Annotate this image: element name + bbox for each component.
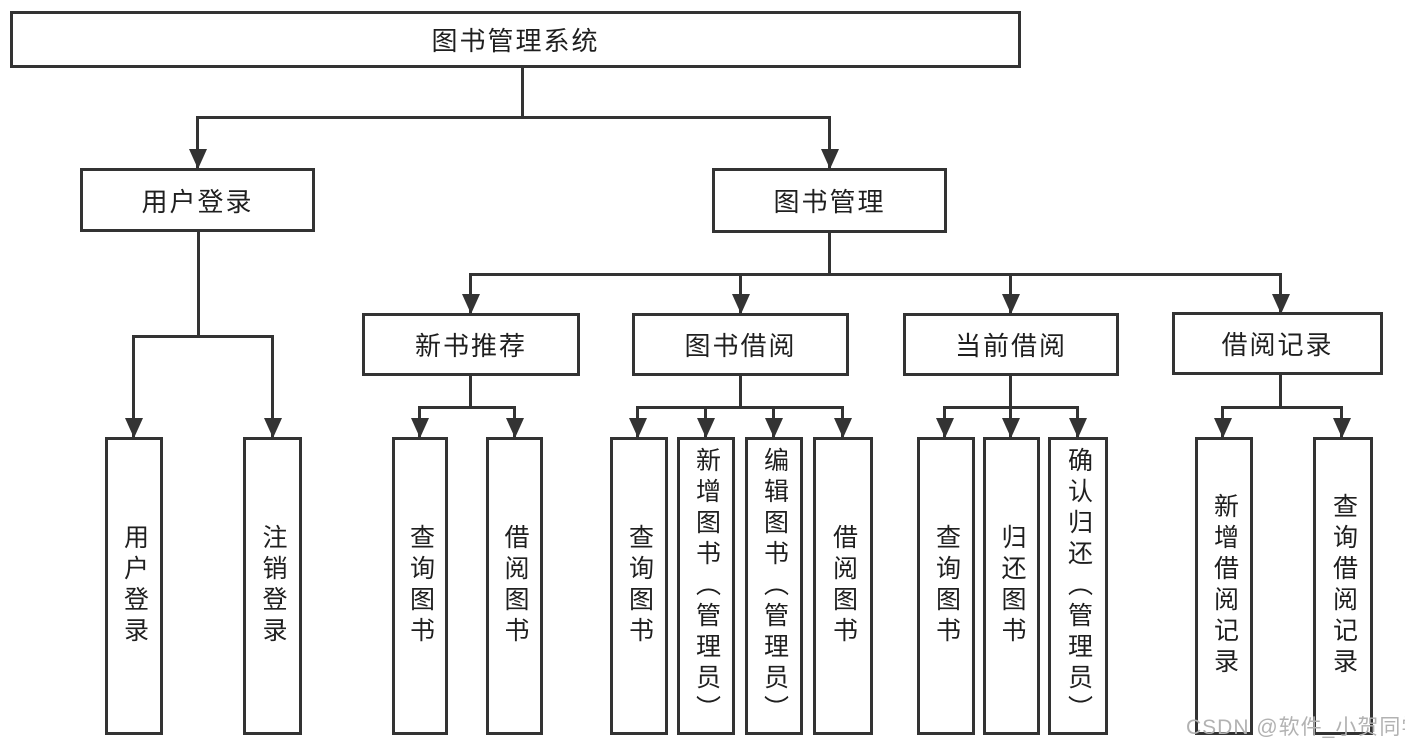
node-user-login: 用户登录 [80,168,315,232]
leaf-query-book-borrow: 查询图书 [610,437,668,735]
connector-arrow-borrow-records [1279,273,1282,313]
connector-root-hbar [196,116,830,119]
leaf-query-book-borrow-label: 查询图书 [625,524,654,648]
leaf-confirm-return-admin: 确认归还（管理员） [1048,437,1108,735]
node-borrow-records-label: 借阅记录 [1221,330,1334,360]
connector-book-borrow-trunk [739,376,742,406]
connector-arrow-borrow-book-1 [513,406,516,437]
leaf-query-book-current: 查询图书 [917,437,975,735]
node-library-system: 图书管理系统 [10,11,1021,68]
leaf-add-borrow-record: 新增借阅记录 [1195,437,1253,735]
leaf-user-login-label: 用户登录 [120,524,149,648]
leaf-add-book-admin: 新增图书（管理员） [677,437,735,735]
leaf-borrow-book-newrec: 借阅图书 [486,437,543,735]
connector-new-book-hbar [418,406,515,409]
watermark: CSDN @软件_小贺同学 [1186,716,1405,739]
leaf-logout-login: 注销登录 [243,437,302,735]
node-current-borrow-label: 当前借阅 [954,331,1067,361]
connector-book-management-hbar [469,273,1282,276]
connector-arrow-confirm-return [1076,406,1079,437]
connector-arrow-book-management [828,116,831,168]
node-current-borrow: 当前借阅 [903,313,1119,376]
connector-arrow-query-record [1340,406,1343,437]
connector-arrow-add-record [1221,406,1224,437]
leaf-logout-login-label: 注销登录 [259,524,287,648]
node-book-borrow: 图书借阅 [632,313,849,376]
leaf-borrow-book-newrec-label: 借阅图书 [501,524,529,648]
leaf-add-book-admin-label: 新增图书（管理员） [692,446,721,726]
node-book-borrow-label: 图书借阅 [684,331,797,361]
node-user-login-label: 用户登录 [141,186,254,217]
connector-arrow-query-book-3 [943,406,946,437]
leaf-edit-book-admin: 编辑图书（管理员） [745,437,803,735]
leaf-return-book-label: 归还图书 [998,524,1026,648]
leaf-query-book-newrec: 查询图书 [392,437,448,735]
connector-borrow-records-hbar [1221,406,1342,409]
node-book-management-label: 图书管理 [773,187,886,217]
leaf-user-login: 用户登录 [105,437,163,735]
connector-arrow-return-book [1009,406,1012,437]
connector-arrow-leaf-user-login [132,335,135,437]
leaf-query-borrow-record-label: 查询借阅记录 [1329,493,1358,679]
connector-arrow-borrow-book-2 [841,406,844,437]
connector-new-book-trunk [469,376,472,406]
connector-arrow-add-book [704,406,707,437]
connector-current-borrow-trunk [1009,376,1012,406]
leaf-query-borrow-record: 查询借阅记录 [1313,437,1373,735]
leaf-query-book-current-label: 查询图书 [932,524,961,648]
leaf-edit-book-admin-label: 编辑图书（管理员） [760,446,789,726]
leaf-return-book: 归还图书 [983,437,1040,735]
connector-root-trunk [521,68,524,116]
connector-arrow-new-book-recommend [469,273,472,313]
leaf-query-book-newrec-label: 查询图书 [406,524,435,648]
connector-user-login-hbar [132,335,273,338]
connector-user-login-trunk [197,232,200,335]
leaf-borrow-book-borrow: 借阅图书 [813,437,873,735]
node-borrow-records: 借阅记录 [1172,312,1383,375]
leaf-confirm-return-admin-label: 确认归还（管理员） [1064,446,1093,726]
connector-book-management-trunk [828,233,831,273]
connector-arrow-edit-book [772,406,775,437]
node-library-system-label: 图书管理系统 [431,26,600,56]
node-book-management: 图书管理 [712,168,947,233]
connector-arrow-query-book-1 [418,406,421,437]
connector-borrow-records-trunk [1279,375,1282,406]
leaf-add-borrow-record-label: 新增借阅记录 [1210,493,1239,679]
connector-book-borrow-hbar [636,406,843,409]
node-new-book-recommend: 新书推荐 [362,313,580,376]
node-new-book-recommend-label: 新书推荐 [414,331,527,361]
connector-arrow-leaf-logout [271,335,274,437]
leaf-borrow-book-borrow-label: 借阅图书 [829,524,858,648]
connector-arrow-user-login [196,116,199,168]
connector-arrow-current-borrow [1009,273,1012,313]
connector-arrow-book-borrow [739,273,742,313]
connector-arrow-query-book-2 [636,406,639,437]
